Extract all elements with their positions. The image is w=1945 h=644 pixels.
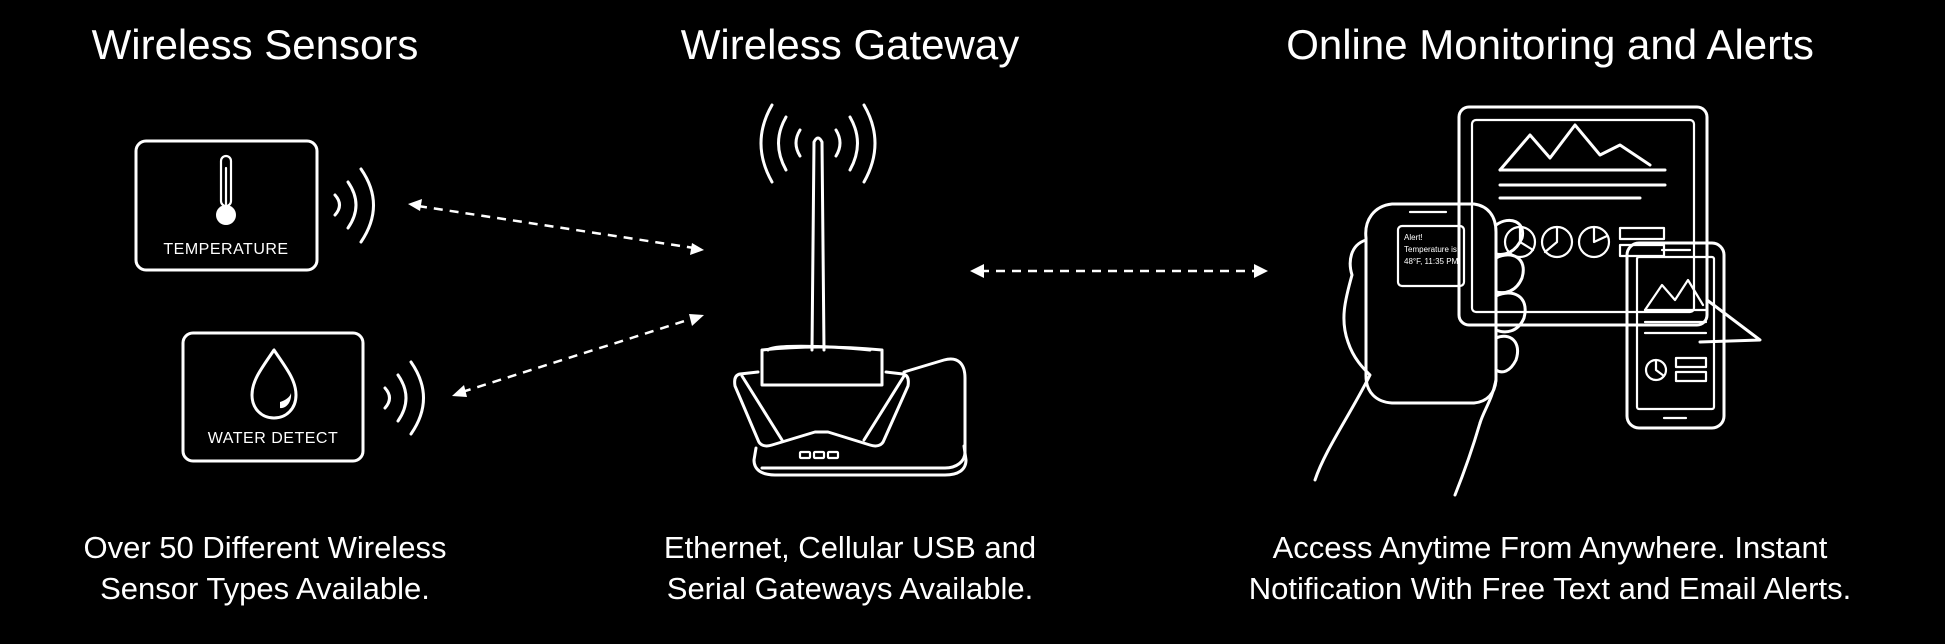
alert-line-2: Temperature is	[1404, 245, 1457, 254]
wifi-waves-icon	[383, 360, 425, 436]
water-detect-sensor: WATER DETECT	[181, 331, 425, 463]
heading-online-monitoring: Online Monitoring and Alerts	[1286, 21, 1814, 68]
phone-dashboard	[1625, 241, 1726, 430]
caption-gateway-line-2: Serial Gateways Available.	[666, 570, 1034, 606]
hand-holding-phone: Alert! Temperature is 48°F, 11:35 PM	[1313, 202, 1527, 497]
temperature-sensor: TEMPERATURE	[134, 139, 375, 272]
caption-monitoring-line-1: Access Anytime From Anywhere. Instant	[1272, 530, 1828, 565]
tablet-dashboard	[1457, 105, 1762, 344]
water-drop-icon	[250, 348, 298, 420]
heading-wireless-sensors: Wireless Sensors	[91, 21, 419, 68]
gateway-router	[733, 103, 968, 477]
caption-sensors-line-1: Over 50 Different Wireless	[83, 530, 447, 565]
antenna-signal-icon	[759, 103, 877, 184]
caption-gateway: Ethernet, Cellular USB and Serial Gatewa…	[625, 528, 1075, 610]
temperature-label: TEMPERATURE	[163, 241, 288, 258]
caption-gateway-line-1: Ethernet, Cellular USB and	[663, 530, 1037, 565]
alert-line-3: 48°F, 11:35 PM	[1404, 257, 1459, 266]
alert-line-1: Alert!	[1404, 233, 1423, 242]
sensor-gateway-arrows	[408, 199, 704, 397]
caption-sensors-line-2: Sensor Types Available.	[100, 570, 430, 606]
caption-monitoring: Access Anytime From Anywhere. Instant No…	[1200, 528, 1900, 610]
caption-sensors: Over 50 Different Wireless Sensor Types …	[40, 528, 490, 610]
heading-wireless-gateway: Wireless Gateway	[680, 21, 1020, 68]
water-detect-label: WATER DETECT	[208, 430, 338, 447]
wifi-waves-icon	[333, 167, 375, 244]
caption-monitoring-line-2: Notification With Free Text and Email Al…	[1248, 570, 1852, 606]
thermometer-icon	[216, 154, 236, 225]
gateway-cloud-arrow	[970, 264, 1268, 278]
